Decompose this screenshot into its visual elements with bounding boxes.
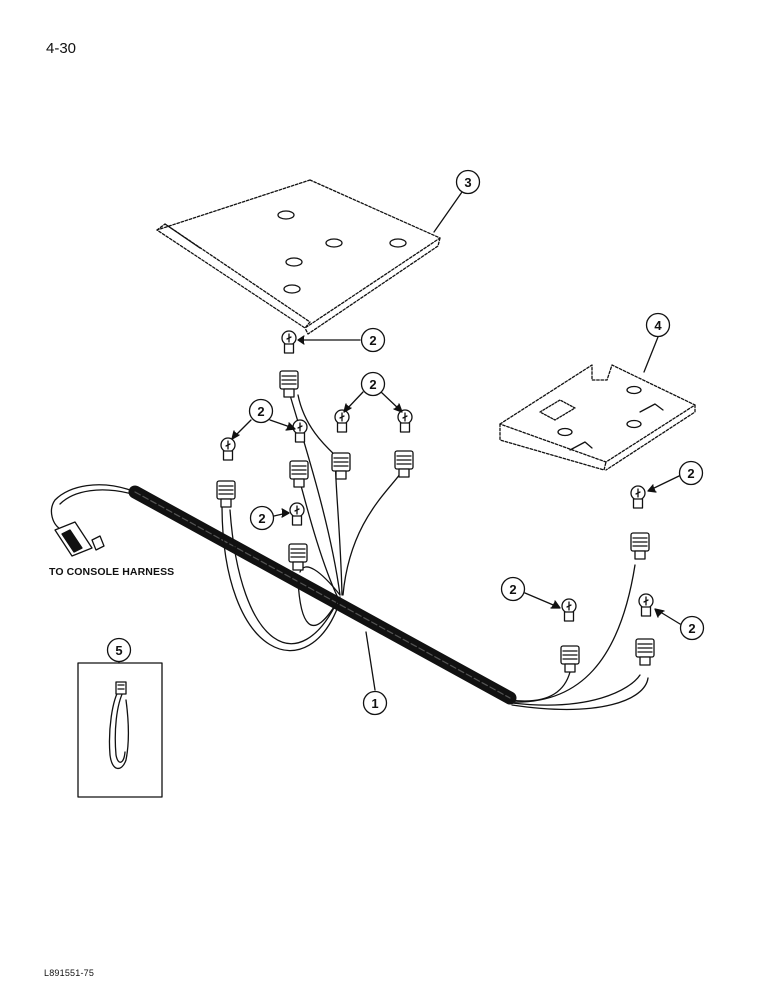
- callout-5: 5: [106, 637, 132, 663]
- harness-conduit: [128, 485, 517, 705]
- svg-text:2: 2: [258, 511, 265, 526]
- figure-code: L891551-75: [44, 968, 95, 978]
- callout-2b: 2: [360, 371, 386, 397]
- svg-text:2: 2: [509, 582, 516, 597]
- harness-wires-right: [509, 564, 649, 711]
- callouts: 1 2 2 2 2 2 2 2 3 4 5: [106, 169, 705, 716]
- socket-connectors: [216, 370, 655, 673]
- cable-tie-icon: [108, 681, 129, 770]
- callout-4: 4: [645, 312, 671, 338]
- bulbs: [220, 330, 654, 622]
- svg-text:4: 4: [654, 318, 662, 333]
- callout-2d: 2: [249, 505, 275, 531]
- callout-2g: 2: [679, 615, 705, 641]
- callout-2c: 2: [248, 398, 274, 424]
- svg-text:5: 5: [115, 643, 122, 658]
- svg-text:1: 1: [371, 696, 378, 711]
- callout-2e: 2: [678, 460, 704, 486]
- svg-text:2: 2: [688, 621, 695, 636]
- svg-text:2: 2: [369, 333, 376, 348]
- bracket-part-4: [499, 364, 696, 471]
- console-plug: [50, 484, 133, 557]
- leader-lines: [118, 191, 681, 691]
- svg-text:2: 2: [257, 404, 264, 419]
- svg-text:2: 2: [687, 466, 694, 481]
- callout-2a: 2: [360, 327, 386, 353]
- page-number: 4-30: [46, 40, 77, 57]
- harness-wires-left: [221, 394, 404, 652]
- bracket-part-3: [156, 179, 441, 335]
- callout-1: 1: [362, 690, 388, 716]
- callout-3: 3: [455, 169, 481, 195]
- cable-tie-inset: [77, 662, 163, 798]
- callout-2f: 2: [500, 576, 526, 602]
- svg-text:2: 2: [369, 377, 376, 392]
- svg-text:3: 3: [464, 175, 471, 190]
- console-harness-label: TO CONSOLE HARNESS: [49, 566, 175, 578]
